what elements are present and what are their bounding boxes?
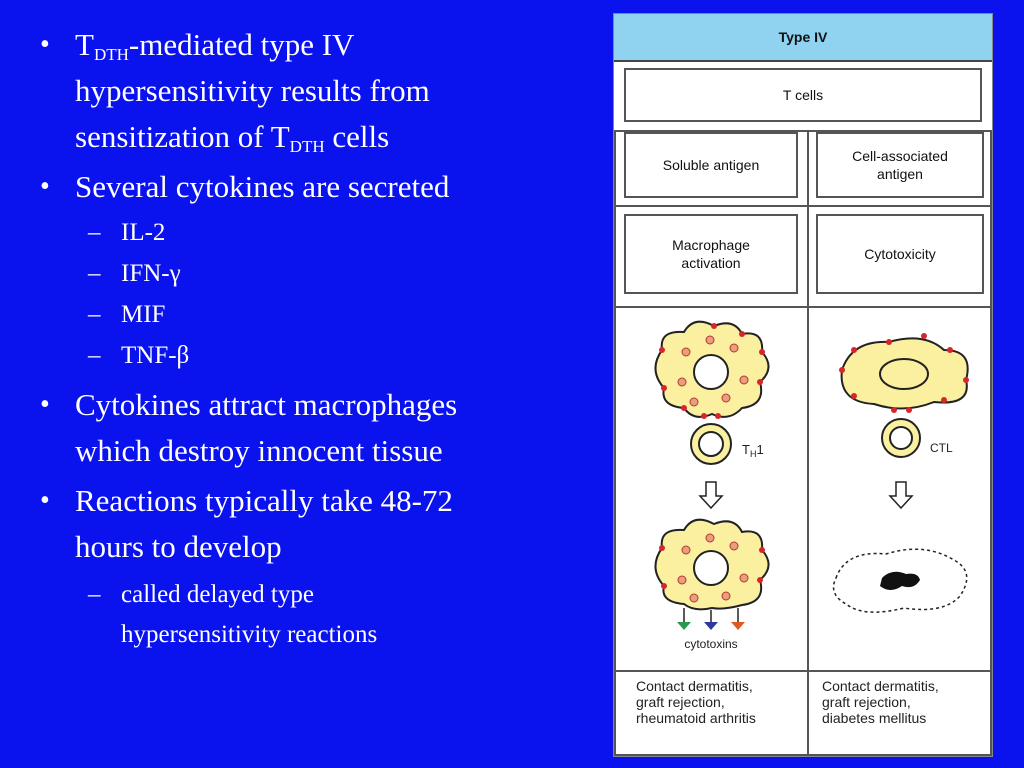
arrow-down-icon — [698, 481, 724, 510]
text: cells — [324, 119, 390, 154]
cytokine-item: –MIF — [30, 297, 590, 333]
bullet-dot: • — [40, 171, 50, 202]
left-disease-list: Contact dermatitis, graft rejection, rhe… — [636, 678, 756, 726]
th1-label: TH1 — [742, 442, 764, 459]
bullet-macrophages: • Cytokines attract macrophages which de… — [30, 382, 590, 474]
th1-cell — [690, 423, 732, 465]
bullet-dot: • — [40, 389, 50, 420]
text: Several cytokines are secreted — [75, 169, 450, 204]
cell-illustrations: TH1 cytotoxins — [654, 320, 969, 651]
cytokine-item: –TNF-β — [30, 338, 590, 374]
subscript: DTH — [289, 137, 325, 156]
text: called delayed type — [121, 581, 314, 608]
figure-header: Type IV — [614, 14, 992, 62]
text: hypersensitivity results from — [75, 73, 430, 108]
subscript: DTH — [93, 45, 129, 64]
dash: – — [88, 342, 101, 369]
text: Reactions typically take 48-72 — [75, 483, 453, 518]
text: Cell-associated — [852, 148, 948, 164]
macrophage-cell-bottom — [654, 518, 770, 630]
column-divider — [807, 130, 809, 756]
text: -mediated type IV — [128, 27, 355, 62]
disease-item: diabetes mellitus — [822, 710, 927, 726]
arrow-down-icon — [888, 481, 914, 510]
ctl-cell — [881, 418, 921, 458]
slide-text: • TDTH-mediated type IV hypersensitivity… — [30, 22, 590, 655]
text: IL-2 — [121, 219, 166, 246]
dash: – — [88, 581, 101, 608]
bullet-dot: • — [40, 29, 50, 60]
right-disease-list: Contact dermatitis, graft rejection, dia… — [822, 678, 939, 726]
cytokine-item: –IL-2 — [30, 215, 590, 251]
disease-item: graft rejection, — [636, 694, 725, 710]
target-cell — [839, 333, 969, 413]
t-cells-box: T cells — [624, 68, 982, 122]
text: activation — [681, 255, 741, 271]
dash: – — [88, 301, 101, 328]
text: MIF — [121, 301, 166, 328]
text: Macrophage — [672, 237, 750, 253]
disease-item: graft rejection, — [822, 694, 911, 710]
lysed-cell — [832, 548, 968, 613]
text: Cytokines attract macrophages — [75, 387, 458, 422]
bullet-reaction-time: • Reactions typically take 48-72 hours t… — [30, 478, 590, 570]
text: TNF-β — [121, 342, 190, 369]
cell-associated-antigen-box: Cell-associated antigen — [816, 132, 984, 198]
dash: – — [88, 260, 101, 287]
macrophage-cell-top — [654, 320, 770, 419]
ctl-label: CTL — [930, 441, 953, 455]
type-iv-figure: Type IV T cells Soluble antigen Cell-ass… — [613, 13, 993, 757]
cytotoxins-label: cytotoxins — [684, 637, 737, 651]
disease-item: Contact dermatitis, — [636, 678, 753, 694]
text: hypersensitivity reactions — [121, 621, 378, 648]
text: hours to develop — [75, 529, 282, 564]
dash: – — [88, 219, 101, 246]
sub-bullet-delayed: – called delayed type hypersensitivity r… — [30, 575, 590, 655]
bullet-dot: • — [40, 485, 50, 516]
divider — [614, 205, 992, 207]
soluble-antigen-box: Soluble antigen — [624, 132, 798, 198]
macrophage-activation-box: Macrophage activation — [624, 214, 798, 294]
cytokine-item: –IFN-γ — [30, 256, 590, 292]
text: T — [75, 27, 94, 62]
text: which destroy innocent tissue — [75, 433, 443, 468]
text: IFN-γ — [121, 260, 181, 287]
text: antigen — [877, 166, 923, 182]
bullet-tdth: • TDTH-mediated type IV hypersensitivity… — [30, 22, 590, 160]
columns-frame — [614, 130, 992, 756]
bullet-cytokines: • Several cytokines are secreted — [30, 164, 590, 210]
text: sensitization of T — [75, 119, 290, 154]
divider — [614, 306, 992, 308]
disease-item: rheumatoid arthritis — [636, 710, 756, 726]
divider — [614, 670, 992, 672]
cytotoxicity-box: Cytotoxicity — [816, 214, 984, 294]
disease-item: Contact dermatitis, — [822, 678, 939, 694]
